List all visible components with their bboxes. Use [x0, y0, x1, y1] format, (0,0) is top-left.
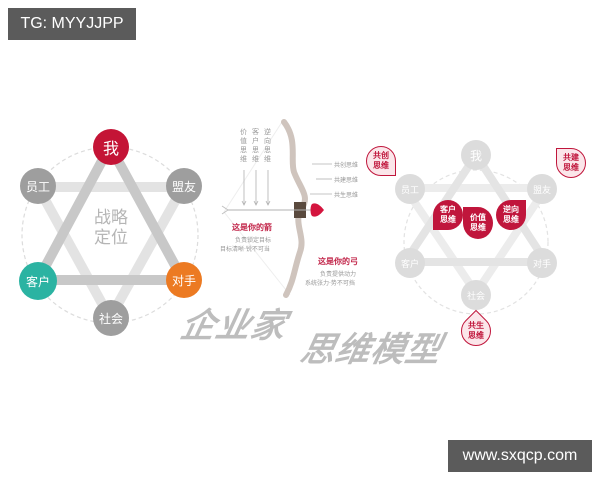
node-society: 社会: [93, 300, 129, 336]
bow-arrow-diagram: 价值思维 客户思维 逆向思维 共创思维 共建思维 共生思维 这是你的箭 负责锁定…: [220, 110, 370, 300]
title-line-2: 思维模型: [297, 330, 446, 370]
bow-label-cobuild: 共建思维: [334, 177, 359, 184]
arrow-desc-2: 目标清晰·锐不可当: [220, 246, 270, 253]
node-society: 社会: [461, 280, 491, 310]
bow-desc-1: 负责提供动力: [320, 271, 357, 278]
arrow-label-customer: 客户思维: [252, 128, 259, 163]
node-employee: 员工: [20, 168, 56, 204]
title-line-1: 企业家: [177, 306, 291, 346]
arrow-label-value: 价值思维: [240, 128, 247, 163]
bow-title: 这是你的弓: [318, 257, 358, 266]
node-customer: 客户: [19, 262, 57, 300]
drop-reverse-thinking: 逆向思维: [496, 200, 526, 230]
bow-arrow-graphic: [221, 119, 332, 298]
center-label: 战略 定位: [94, 208, 128, 248]
strategy-hexagram-diagram: 战略 定位 我 盟友 对手 社会 客户 员工: [0, 110, 220, 340]
bow-label-symbiosis: 共生思维: [334, 192, 359, 199]
watermark-top-left: TG: MYYJJPP: [8, 8, 136, 40]
node-me: 我: [461, 140, 491, 170]
drop-cobuild-thinking: 共建思维: [556, 148, 586, 178]
bow-desc-2: 系统张力·势不可挡: [305, 280, 355, 287]
arrow-desc-1: 负责锁定目标: [235, 237, 272, 244]
drop-value-thinking: 价值思维: [463, 207, 493, 239]
arrow-label-reverse: 逆向思维: [264, 128, 271, 163]
node-me: 我: [93, 129, 129, 165]
drop-customer-thinking: 客户思维: [433, 200, 463, 230]
node-ally: 盟友: [527, 174, 557, 204]
bow-label-cocreate: 共创思维: [334, 162, 359, 169]
node-ally: 盟友: [166, 168, 202, 204]
node-rival: 对手: [166, 262, 202, 298]
drop-cocreate-thinking: 共创思维: [366, 146, 396, 176]
watermark-bottom-right: www.sxqcp.com: [448, 440, 592, 472]
arrow-title: 这是你的箭: [232, 223, 272, 232]
node-customer: 客户: [395, 248, 425, 278]
thinking-hexagram-diagram: 我 盟友 对手 社会 客户 员工 客户思维 价值思维 逆向思维 共创思维 共建思…: [366, 130, 590, 360]
node-employee: 员工: [395, 174, 425, 204]
node-rival: 对手: [527, 248, 557, 278]
